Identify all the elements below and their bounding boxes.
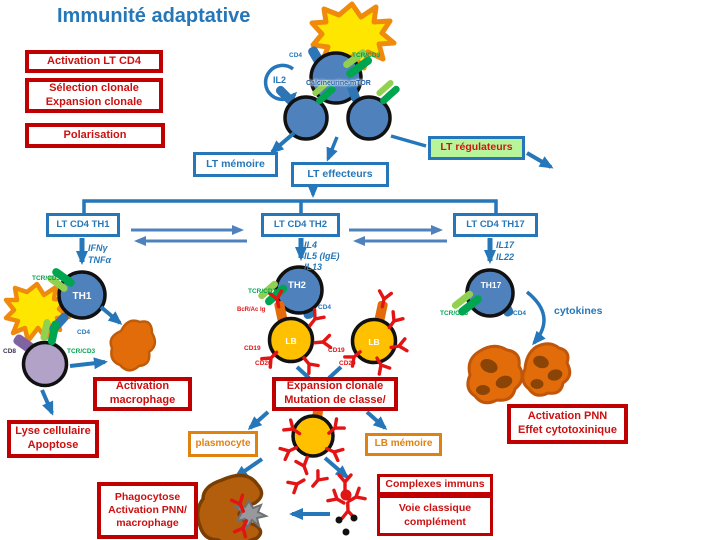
th-crosstalk-arrows <box>131 225 447 246</box>
lt-effecteurs-box: LT effecteurs <box>291 162 389 187</box>
activation-macrophage-line2: macrophage <box>109 394 176 406</box>
tcr-cd3-label-cd8: TCR/CD3 <box>67 348 96 355</box>
activation-pnn-box: Activation PNN Effet cytotoxinique <box>507 404 628 444</box>
selection-clonale-box: Sélection clonale Expansion clonale <box>25 78 163 113</box>
tcr-cd3-label-th2: TCR/CD3 <box>248 288 277 295</box>
voie-classique-line2: complément <box>404 515 466 528</box>
cd4-label-th17: CD4 <box>513 310 527 317</box>
phagocytose-line2: Activation PNN/ <box>108 503 187 516</box>
bcr-label: BcR/Ac Ig <box>237 307 266 313</box>
cd20-label-lb1: CD20 <box>255 360 272 367</box>
cd8-label: CD8 <box>3 348 17 355</box>
cytokines-arrow <box>525 290 546 346</box>
activation-lt-cd4-box: Activation LT CD4 <box>25 50 163 73</box>
th1-cell-label: TH1 <box>73 291 92 302</box>
lt-cd4-th2-box: LT CD4 TH2 <box>261 213 340 237</box>
lb-to-expansion-lines <box>295 365 343 380</box>
th2-cell-label: TH2 <box>288 280 306 291</box>
polarisation-box: Polarisation <box>25 123 165 148</box>
b-cell-label: LB <box>368 337 379 347</box>
th2-cytokine-il13: IL13 <box>304 262 323 272</box>
calcineurine-mtor-label: Calcineurine,mTOR <box>306 80 371 87</box>
lyse-line2: Apoptose <box>27 439 79 451</box>
th1-cytokine-ifng: IFNγ <box>88 243 108 253</box>
cd8-t-cell-icon <box>13 319 69 388</box>
plasmocyte-box: plasmocyte <box>188 431 258 457</box>
cd20-label-lb2: CD20 <box>339 360 356 367</box>
lt-cd4-th2-label: LT CD4 TH2 <box>273 219 328 231</box>
activation-pnn-line2: Effet cytotoxinique <box>517 424 617 436</box>
cd19-label-lb2: CD19 <box>328 347 345 354</box>
expansion-line1: Expansion clonale <box>286 380 384 393</box>
lb-memoire-box: LB mémoire <box>365 433 442 456</box>
th17-cell-icon: TH17 <box>451 268 515 318</box>
phagocytose-box: Phagocytose Activation PNN/ macrophage <box>97 482 198 539</box>
lyse-line1: Lyse cellulaire <box>15 425 91 438</box>
lyse-apoptose-box: Lyse cellulaire Apoptose <box>7 420 99 458</box>
voie-classique-box: Voie classique complément <box>377 495 493 536</box>
th17-cytokine-il22: IL22 <box>496 252 515 262</box>
b-cell-label: LB <box>285 336 296 346</box>
activation-lt-cd4-label: Activation LT CD4 <box>47 54 141 67</box>
voie-classique-line1: Voie classique <box>398 502 472 515</box>
th1-cytokine-tnfa: TNFα <box>88 255 112 265</box>
expansion-line2: Mutation de classe/ <box>284 394 386 406</box>
expansion-clonale-box: Expansion clonale Mutation de classe/ <box>272 377 398 411</box>
complexes-immuns-box: Complexes immuns <box>377 474 493 495</box>
cd4-label-top: CD4 <box>289 52 303 59</box>
fate-arrows <box>269 131 554 169</box>
th17-cell-label: TH17 <box>481 280 502 290</box>
daughter-t-cell-left-icon <box>275 79 336 141</box>
lt-memoire-label: LT mémoire <box>206 157 265 170</box>
subset-arrows <box>76 238 496 265</box>
lt-regulateurs-box: LT régulateurs <box>428 136 525 160</box>
lt-memoire-box: LT mémoire <box>193 152 278 177</box>
tcr-cd3-label-top: TCR/CD3 <box>352 52 381 59</box>
th2-cytokine-il4: IL4 <box>304 240 318 250</box>
cytokines-label: cytokines <box>554 305 603 317</box>
effector-bracket <box>82 184 498 215</box>
secreted-antibodies-icon <box>286 455 329 495</box>
th1-branch-arrows <box>40 305 123 416</box>
selection-line1: Sélection clonale <box>49 81 139 94</box>
plasmocyte-cell-icon <box>278 387 346 463</box>
lt-cd4-th1-label: LT CD4 TH1 <box>56 219 110 231</box>
th2-cytokine-il5: IL5 (IgE) <box>304 251 340 261</box>
lt-cd4-th1-box: LT CD4 TH1 <box>46 213 120 237</box>
selection-line2: Expansion clonale <box>45 95 143 108</box>
plasmocyte-label: plasmocyte <box>195 437 251 449</box>
lt-regulateurs-label: LT régulateurs <box>440 141 513 154</box>
complexes-immuns-label: Complexes immuns <box>385 477 485 490</box>
activation-pnn-line1: Activation PNN <box>527 410 608 423</box>
b-cell-2-icon: LB <box>343 289 409 376</box>
activation-macrophage-box: Activation macrophage <box>93 377 192 411</box>
activation-macrophage-line1: Activation <box>115 380 170 393</box>
phagocytosis-macrophage-icon <box>195 473 269 540</box>
lt-effecteurs-label: LT effecteurs <box>307 167 373 180</box>
lb-memoire-label: LB mémoire <box>374 438 433 450</box>
th2-cell-icon: TH2 <box>258 265 324 319</box>
lt-cd4-th17-label: LT CD4 TH17 <box>466 219 525 231</box>
page-title: Immunité adaptative <box>57 5 251 27</box>
tcr-cd3-label-th17: TCR/CD3 <box>440 310 469 317</box>
il2-label: IL2 <box>273 75 287 85</box>
pnn-cells-icon <box>466 342 572 405</box>
daughter-t-cell-right-icon <box>346 79 400 141</box>
phagocytose-line3: macrophage <box>116 517 179 530</box>
macrophage-icon <box>109 319 157 372</box>
th17-cytokine-il17: IL17 <box>496 240 515 250</box>
cd4-label-th2: CD4 <box>318 304 332 311</box>
cd4-label-th1: CD4 <box>77 329 91 336</box>
tcr-cd3-label-th1: TCR/CD3 <box>32 275 61 282</box>
b-cell-1-icon: LB <box>260 289 333 375</box>
lt-cd4-th17-box: LT CD4 TH17 <box>453 213 538 237</box>
immune-complex-icon <box>326 473 367 536</box>
phagocytose-line1: Phagocytose <box>114 490 181 503</box>
cd19-label-lb1: CD19 <box>244 345 261 352</box>
polarisation-label: Polarisation <box>63 128 127 141</box>
